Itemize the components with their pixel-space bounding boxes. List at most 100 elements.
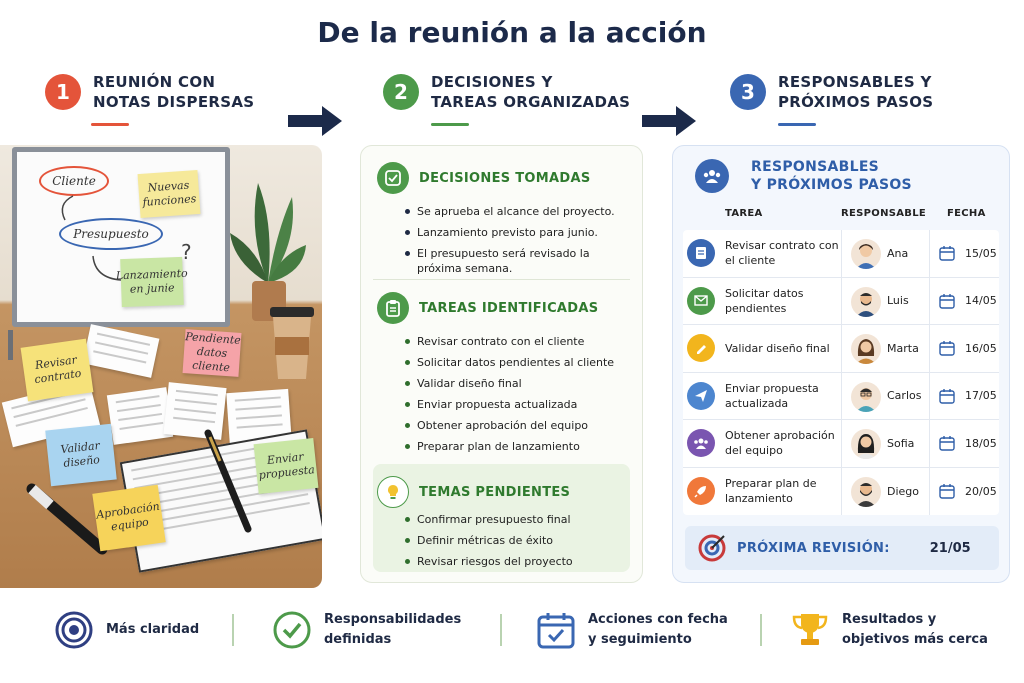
footer-acciones: Acciones con fecha y seguimiento <box>536 610 728 650</box>
next-review-label: PRÓXIMA REVISIÓN: <box>737 540 890 556</box>
tasks-title: TAREAS IDENTIFICADAS <box>419 300 599 316</box>
row-date: 16/05 <box>965 341 997 355</box>
paper-sheet <box>106 387 174 445</box>
step-3-header: 3 RESPONSABLES Y PRÓXIMOS PASOS <box>730 72 933 112</box>
column-divider <box>929 372 930 419</box>
column-header-person: RESPONSABLE <box>841 208 926 219</box>
row-date: 18/05 <box>965 436 997 450</box>
whiteboard: Cliente Nuevas funciones Presupuesto Lan… <box>12 147 230 327</box>
target-icon <box>698 534 726 562</box>
check-circle-icon <box>273 611 311 649</box>
send-icon <box>687 381 715 410</box>
arrow-right-icon <box>288 106 342 136</box>
step-1-number: 1 <box>45 74 81 110</box>
list-item: Revisar contrato con el cliente <box>405 334 642 349</box>
footer-text: Responsabilidades definidas <box>324 610 461 650</box>
row-person: Sofia <box>887 436 915 450</box>
step-2-title: DECISIONES Y TAREAS ORGANIZADAS <box>431 72 630 112</box>
row-date: 15/05 <box>965 246 997 260</box>
column-divider <box>841 372 842 419</box>
row-date: 14/05 <box>965 294 997 308</box>
table-row: Validar diseño final Marta 16/05 <box>683 325 999 373</box>
calendar-icon <box>939 293 955 309</box>
footer-text: Más claridad <box>106 620 199 640</box>
responsibles-table: Revisar contrato con el cliente Ana 15/0… <box>683 230 999 515</box>
footer-claridad: Más claridad <box>54 610 199 650</box>
calendar-icon <box>939 483 955 499</box>
column-divider <box>841 325 842 372</box>
column-divider <box>929 277 930 324</box>
lightbulb-icon <box>377 476 409 508</box>
footer-text: Resultados y objetivos más cerca <box>842 610 988 650</box>
footer-text-line1: Resultados y <box>842 612 937 627</box>
column-divider <box>841 230 842 277</box>
row-task: Revisar contrato con el cliente <box>725 239 839 268</box>
list-item: Lanzamiento previsto para junio. <box>405 225 642 240</box>
step-3-underline <box>778 123 816 126</box>
easel-leg <box>8 330 13 360</box>
footer-text-line2: objetivos más cerca <box>842 632 988 647</box>
target-icon <box>55 611 93 649</box>
list-item: Revisar riesgos del proyecto <box>405 554 630 569</box>
avatar <box>851 476 881 507</box>
step-3-line1: RESPONSABLES Y <box>778 73 932 91</box>
pen-icon <box>204 429 252 533</box>
table-row: Solicitar datos pendientes Luis 14/05 <box>683 277 999 325</box>
avatar <box>851 286 881 317</box>
step-2-header: 2 DECISIONES Y TAREAS ORGANIZADAS <box>383 72 630 112</box>
row-date: 20/05 <box>965 484 997 498</box>
responsibles-title-line1: RESPONSABLES <box>751 159 880 175</box>
table-row: Preparar plan de lanzamiento Diego 20/05 <box>683 467 999 515</box>
list-item: Se aprueba el alcance del proyecto. <box>405 204 642 219</box>
row-person: Marta <box>887 341 919 355</box>
paper-sheet <box>82 324 160 378</box>
sticky-aprobacion-equipo: Aprobación equipo <box>92 484 166 552</box>
calendar-icon <box>939 246 955 261</box>
list-item: Solicitar datos pendientes al cliente <box>405 355 642 370</box>
responsibles-title: RESPONSABLES Y PRÓXIMOS PASOS <box>751 158 912 194</box>
column-divider <box>929 230 930 277</box>
next-review-box: PRÓXIMA REVISIÓN: 21/05 <box>685 526 999 570</box>
footer-divider <box>500 614 502 646</box>
team-icon <box>695 159 729 193</box>
responsibles-title-line2: Y PRÓXIMOS PASOS <box>751 177 912 193</box>
footer-responsabilidades: Responsabilidades definidas <box>272 610 461 650</box>
column-header-date: FECHA <box>947 208 986 219</box>
step-3-line2: PRÓXIMOS PASOS <box>778 93 934 111</box>
clipboard-icon <box>377 292 409 324</box>
board-arrow-icon <box>92 255 122 281</box>
row-date: 17/05 <box>965 389 997 403</box>
step-3-title: RESPONSABLES Y PRÓXIMOS PASOS <box>778 72 933 112</box>
mail-icon <box>687 286 715 315</box>
board-question-mark: ? <box>181 240 192 264</box>
rocket-icon <box>687 477 715 506</box>
column-divider <box>841 467 842 515</box>
board-cliente: Cliente <box>39 166 109 196</box>
list-item: Enviar propuesta actualizada <box>405 397 642 412</box>
tasks-section: TAREAS IDENTIFICADAS Revisar contrato co… <box>361 292 642 460</box>
board-arrow-icon <box>61 195 74 221</box>
table-row: Enviar propuesta actualizada Carlos 17/0… <box>683 372 999 420</box>
row-task: Enviar propuesta actualizada <box>725 381 819 410</box>
footer-text-line1: Más claridad <box>106 622 200 637</box>
footer-divider <box>232 614 234 646</box>
pending-title: TEMAS PENDIENTES <box>419 484 571 500</box>
step-1-title: REUNIÓN CON NOTAS DISPERSAS <box>93 72 254 112</box>
avatar <box>851 381 881 412</box>
table-row: Revisar contrato con el cliente Ana 15/0… <box>683 230 999 278</box>
sticky-enviar-propuesta: Enviar propuesta <box>253 438 319 494</box>
row-task: Solicitar datos pendientes <box>725 286 804 315</box>
step-2-underline <box>431 123 469 126</box>
board-presupuesto: Presupuesto <box>59 218 163 250</box>
list-item: Confirmar presupuesto final <box>405 512 630 527</box>
column-divider <box>841 420 842 467</box>
step-1-line2: NOTAS DISPERSAS <box>93 93 255 111</box>
column-divider <box>841 277 842 324</box>
list-item: Obtener aprobación del equipo <box>405 418 642 433</box>
page-title: De la reunión a la acción <box>317 16 707 49</box>
sticky-pendiente-datos: Pendiente datos cliente <box>182 329 242 377</box>
responsibles-panel: RESPONSABLES Y PRÓXIMOS PASOS TAREA RESP… <box>672 145 1010 583</box>
column-divider <box>929 420 930 467</box>
plant-icon <box>230 183 306 321</box>
pencil-icon <box>687 334 715 363</box>
